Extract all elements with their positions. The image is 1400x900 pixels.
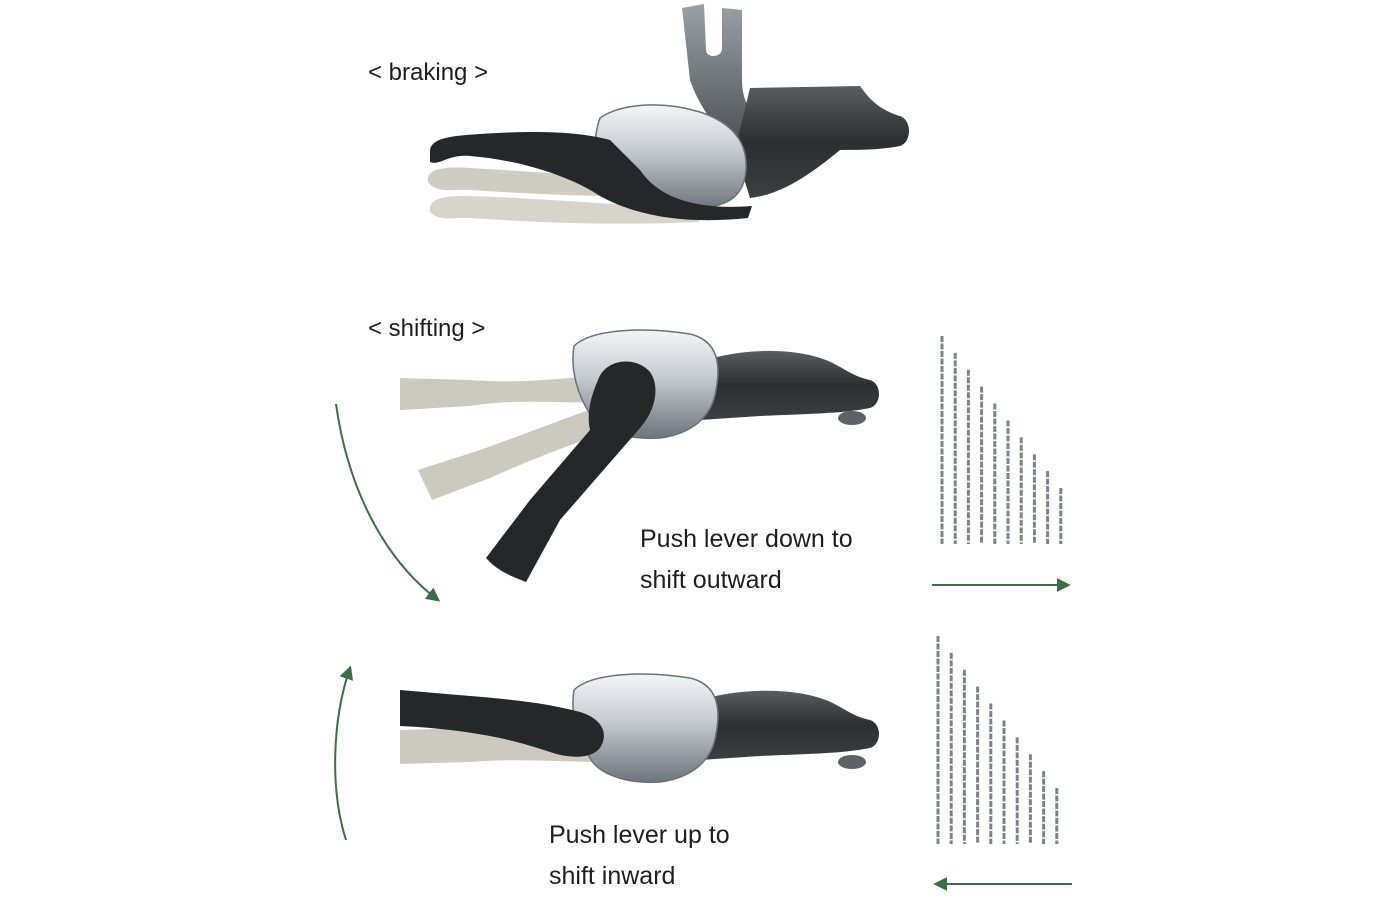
shifter-body-rear [700,350,879,420]
caption-down-line2: shift outward [640,566,782,594]
braking-heading: < braking > [368,59,489,86]
sprocket-cassette-icon-bottom [936,636,1059,844]
shift-lever-down-illustration [400,329,879,582]
shifter-bolt-2 [838,755,866,769]
caption-up-line1: Push lever up to [549,821,730,849]
shift-lever-up-illustration [400,673,879,784]
curved-arrow-icon-up [334,665,353,841]
shifter-bolt [838,411,866,425]
brake-body-rear [735,86,909,198]
caption-down-line1: Push lever down to [640,525,853,553]
shift-lever-active-down [486,361,656,582]
curved-arrow-icon-down [335,403,441,602]
shifting-heading: < shifting > [368,315,486,342]
caption-up-line2: shift inward [549,862,676,890]
brake-lever-illustration [427,4,909,224]
shifter-body-rear-2 [700,690,879,760]
shift-lever-ghost-mid [418,406,612,500]
shift-lever-active-up [400,690,604,757]
brake-lever-blade [430,132,752,221]
sprocket-cassette-icon-top [940,336,1063,544]
brake-lever-ghost-lower [429,195,700,224]
shift-lever-ghost-horizontal [400,376,610,410]
shifter-housing-2 [572,673,719,784]
